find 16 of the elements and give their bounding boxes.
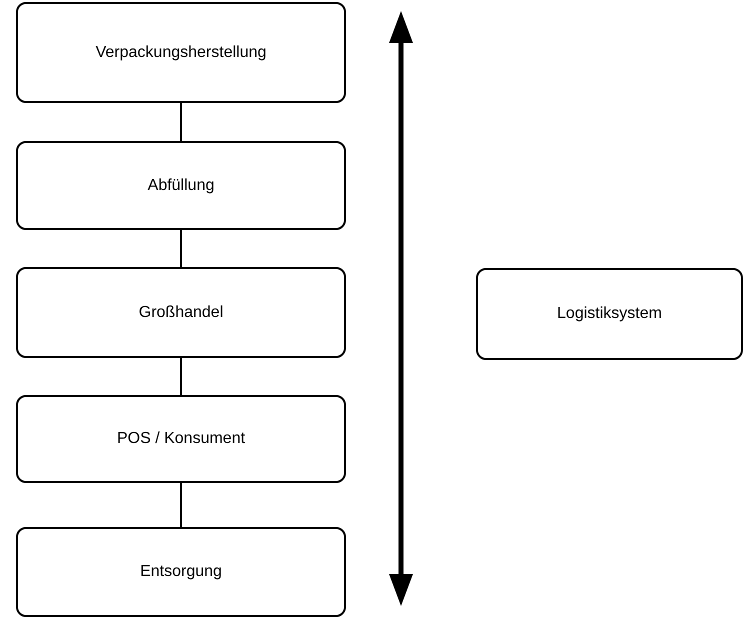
connector-line: [180, 103, 182, 141]
process-box: [16, 395, 346, 483]
process-box: [16, 267, 346, 358]
box-label: POS / Konsument: [116, 430, 246, 448]
connector-line: [180, 483, 182, 527]
process-box: [16, 527, 346, 617]
box-label: Verpackungsherstellung: [96, 44, 266, 62]
box-label: Großhandel: [138, 304, 224, 322]
process-box: [16, 2, 346, 103]
box-label: Logistiksystem: [557, 305, 662, 323]
box-label: Entsorgung: [140, 563, 222, 581]
process-box: [476, 268, 743, 360]
connector-line: [180, 358, 182, 395]
process-box: [16, 141, 346, 230]
connector-line: [180, 230, 182, 267]
box-label: Abfüllung: [148, 176, 214, 194]
